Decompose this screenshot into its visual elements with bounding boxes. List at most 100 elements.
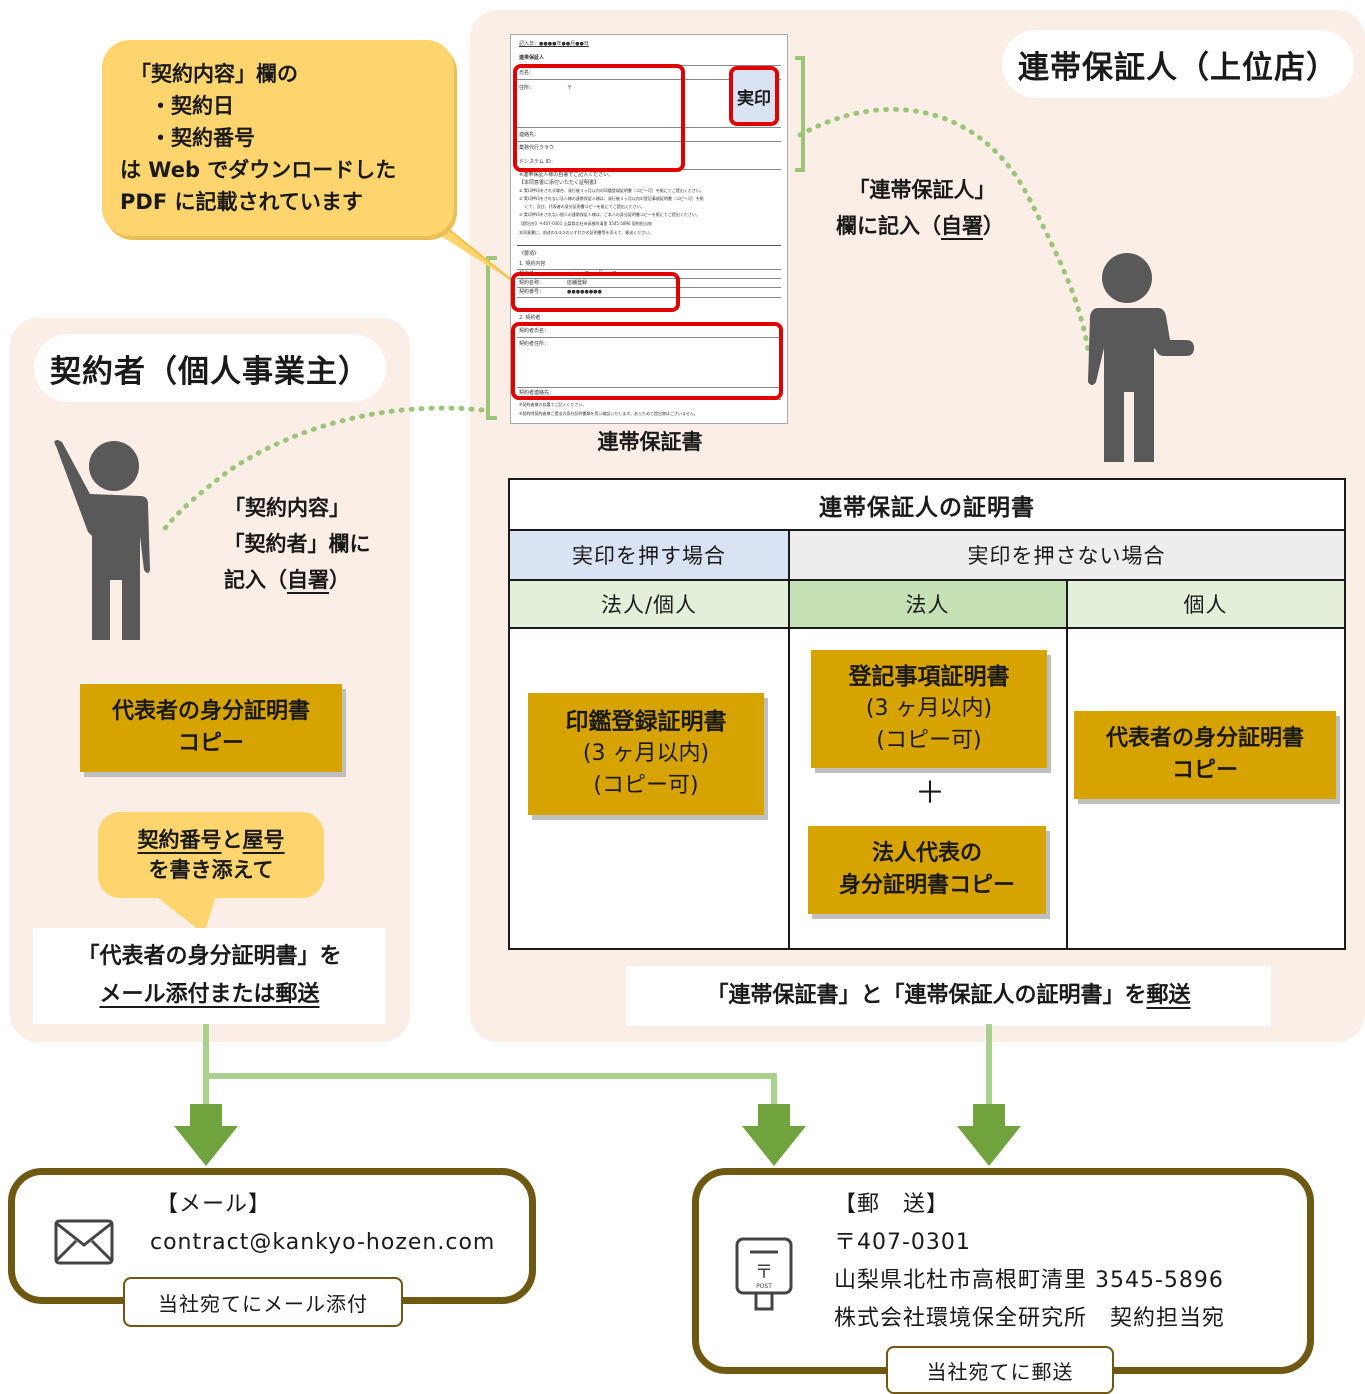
contractor-person-icon xyxy=(54,440,150,640)
contractor-id-line2: コピー xyxy=(177,731,244,756)
doc-section-guarantor: 連帯保証人 xyxy=(519,55,545,61)
contractor-send-line2: メール添付または郵送 xyxy=(99,982,320,1007)
doc-stamp-area xyxy=(731,69,779,125)
doc-remarks: 《要項》 xyxy=(519,251,540,257)
post-tag: 当社宛てに郵送 xyxy=(886,1346,1114,1394)
contractor-note-line3: 記入（自署） xyxy=(224,568,350,592)
indiv-id-box: 代表者の身分証明書 コピー xyxy=(1074,711,1336,799)
header-stamp: 実印を押す場合 xyxy=(510,530,788,579)
doc-contact-label: 連絡先： xyxy=(519,132,540,138)
post-address: 山梨県北杜市高根町清里 3545-5896 xyxy=(834,1268,1224,1293)
guarantor-note-line1: 「連帯保証人」 xyxy=(848,178,996,202)
doc-contractor-addr: 契約者住所： xyxy=(519,341,550,347)
post-postal-code: 〒407-0301 xyxy=(834,1230,971,1255)
guarantee-document-image: 記入日：●●●●年●●月●●日 連帯保証人 氏名： 住所： 〒 連絡先： 業務代… xyxy=(510,34,788,424)
doc-note-6: ③ 実印押印をされない個人の連帯保証人様は、ご本人の身分証明書コピーを紙にてご提… xyxy=(519,212,700,217)
contractor-note-line1: 「契約内容」 xyxy=(224,496,350,520)
doc-contract-no-value: ●●●●●●●● xyxy=(567,289,602,295)
doc-note-7: 【提出先】〒407-0301 山梨県北杜市高根町清里 3545-5896 契約担… xyxy=(519,221,652,226)
document-caption: 連帯保証書 xyxy=(597,430,703,454)
header-no-stamp: 実印を押さない場合 xyxy=(789,530,1344,579)
doc-agency-label: 業務代行クラウ xyxy=(519,145,555,151)
doc-contract-name-value: 店舗登録 xyxy=(567,280,588,286)
doc-system-id-label: ドシステム ID： xyxy=(519,159,556,165)
doc-note-2: 【本同意書に添付いただく証明書】 xyxy=(519,180,600,186)
contractor-hint-line2: を書き添えて xyxy=(148,858,274,882)
callout-line-3: ・契約番号 xyxy=(150,126,255,150)
doc-note-3: ① 実印押印をされる場合、発行後３ヶ月以内の印鑑登録証明書（コピー可）を紙にてご… xyxy=(519,188,704,193)
corp-rep-l2: 身分証明書コピー xyxy=(838,873,1015,898)
email-tag: 当社宛てにメール添付 xyxy=(123,1277,403,1327)
registry-cert-title: 登記事項証明書 xyxy=(848,664,1010,690)
doc-foot-2: ※契約時契約者様ご提出の身分証明書類を用い確認いたします。あらためて提出物はござ… xyxy=(519,411,698,416)
subheader-corp-indiv: 法人/個人 xyxy=(510,580,788,628)
highlight-guarantor-fields xyxy=(513,64,685,172)
doc-date-line: 記入日：●●●●年●●月●●日 xyxy=(519,41,589,47)
corp-rep-l1: 法人代表の xyxy=(871,841,982,866)
guarantor-dotted-curve xyxy=(797,107,1091,353)
doc-s1: 1. 契約内容 xyxy=(519,261,546,267)
svg-text:〒: 〒 xyxy=(755,1262,773,1283)
doc-note-4: ② 実印押印をされない法人様の連帯保証人様は、発行後３ヶ月以内の登記事項証明書（… xyxy=(519,196,704,201)
subheader-indiv: 個人 xyxy=(1067,580,1344,628)
contractor-title: 契約者（個人事業主） xyxy=(34,334,386,402)
contractor-send-instruction: 「代表者の身分証明書」を メール添付または郵送 xyxy=(33,928,386,1024)
doc-name-label: 氏名： xyxy=(519,70,535,76)
corp-rep-id-box: 法人代表の 身分証明書コピー xyxy=(808,826,1046,914)
callout-line-4: は Web でダウンロードした xyxy=(120,158,397,182)
contractor-panel xyxy=(10,318,410,1042)
doc-note-5: にて、及び、代表者の身分証明書コピーを紙にてご提出ください。 xyxy=(525,204,645,209)
post-heading: 【郵 送】 xyxy=(834,1192,950,1217)
registry-cert-l2: (3 ヶ月以内) xyxy=(865,696,993,721)
subheader-corp: 法人 xyxy=(789,580,1066,628)
doc-address-label: 住所： xyxy=(519,85,535,91)
doc-contractor-tel: 契約者連絡先： xyxy=(519,390,555,396)
registry-cert-l3: (コピー可) xyxy=(876,728,982,753)
doc-s2: 2. 契約者 xyxy=(519,315,541,321)
guarantor-title: 連帯保証人（上位店） xyxy=(1002,30,1354,98)
callout-line-5: PDF に記載されています xyxy=(120,190,363,214)
postbox-icon: 〒 POST xyxy=(735,1237,793,1311)
indiv-id-l2: コピー xyxy=(1171,758,1238,783)
arrow-to-post-right xyxy=(957,1104,1021,1166)
bracket-guarantor xyxy=(795,56,805,172)
doc-contractor-name: 契約者氏名： xyxy=(519,328,550,334)
contractor-hint-line1: 契約番号と屋号 xyxy=(137,828,285,852)
highlight-contract-info xyxy=(511,272,680,312)
registry-certificate-box: 登記事項証明書 (3 ヶ月以内) (コピー可) xyxy=(811,650,1047,768)
table-title: 連帯保証人の証明書 xyxy=(819,495,1035,521)
email-address[interactable]: contract@kankyo-hozen.com xyxy=(150,1230,496,1255)
email-heading: 【メール】 xyxy=(156,1192,272,1217)
arrow-to-post-left xyxy=(742,1104,806,1166)
arrow-to-email xyxy=(174,1104,238,1166)
contractor-dotted-curve xyxy=(157,405,485,538)
contractor-id-copy-box: 代表者の身分証明書 コピー xyxy=(80,684,342,772)
contractor-send-line1: 「代表者の身分証明書」を xyxy=(77,944,342,969)
envelope-icon xyxy=(54,1219,114,1265)
seal-certificate-box: 印鑑登録証明書 (3 ヶ月以内) (コピー可) xyxy=(528,693,764,815)
doc-contract-no-label: 契約番号： xyxy=(519,289,545,295)
svg-text:POST: POST xyxy=(756,1283,772,1290)
seal-cert-l2: (3 ヶ月以内) xyxy=(582,741,710,766)
guarantor-note-line2: 欄に記入（自署） xyxy=(836,214,1004,238)
callout-line-2: ・契約日 xyxy=(150,94,234,118)
doc-note-1: ※連帯保証人様の自署でご記入ください。 xyxy=(519,172,614,178)
contractor-bubble-tail xyxy=(148,890,218,934)
highlight-contractor-fields xyxy=(511,322,783,400)
seal-cert-l3: (コピー可) xyxy=(593,773,699,798)
callout-pointer-line xyxy=(436,219,516,284)
highlight-stamp: 実印 xyxy=(729,66,779,126)
contractor-id-line1: 代表者の身分証明書 xyxy=(111,699,310,724)
guarantor-person-icon xyxy=(1088,253,1194,462)
post-recipient: 株式会社環境保全研究所 契約担当宛 xyxy=(834,1306,1226,1331)
mail-instruction: 「連帯保証書」と「連帯保証人の証明書」を郵送 xyxy=(626,966,1271,1026)
contract-info-callout: 「契約内容」欄の ・契約日 ・契約番号 は Web でダウンロードした PDF … xyxy=(102,40,454,236)
doc-foot-1: ※契約者様の自署でご記入ください。 xyxy=(519,402,587,407)
doc-note-8: 本同意書に、前述の①②③のいずれかの証明書等を添えて、郵送ください。 xyxy=(519,230,654,235)
indiv-id-l1: 代表者の身分証明書 xyxy=(1105,726,1304,751)
seal-cert-title: 印鑑登録証明書 xyxy=(565,709,727,735)
contractor-hint-bubble: 契約番号と屋号 を書き添えて xyxy=(98,812,324,898)
callout-line-1: 「契約内容」欄の xyxy=(130,62,298,86)
stamp-label: 実印 xyxy=(737,88,771,109)
